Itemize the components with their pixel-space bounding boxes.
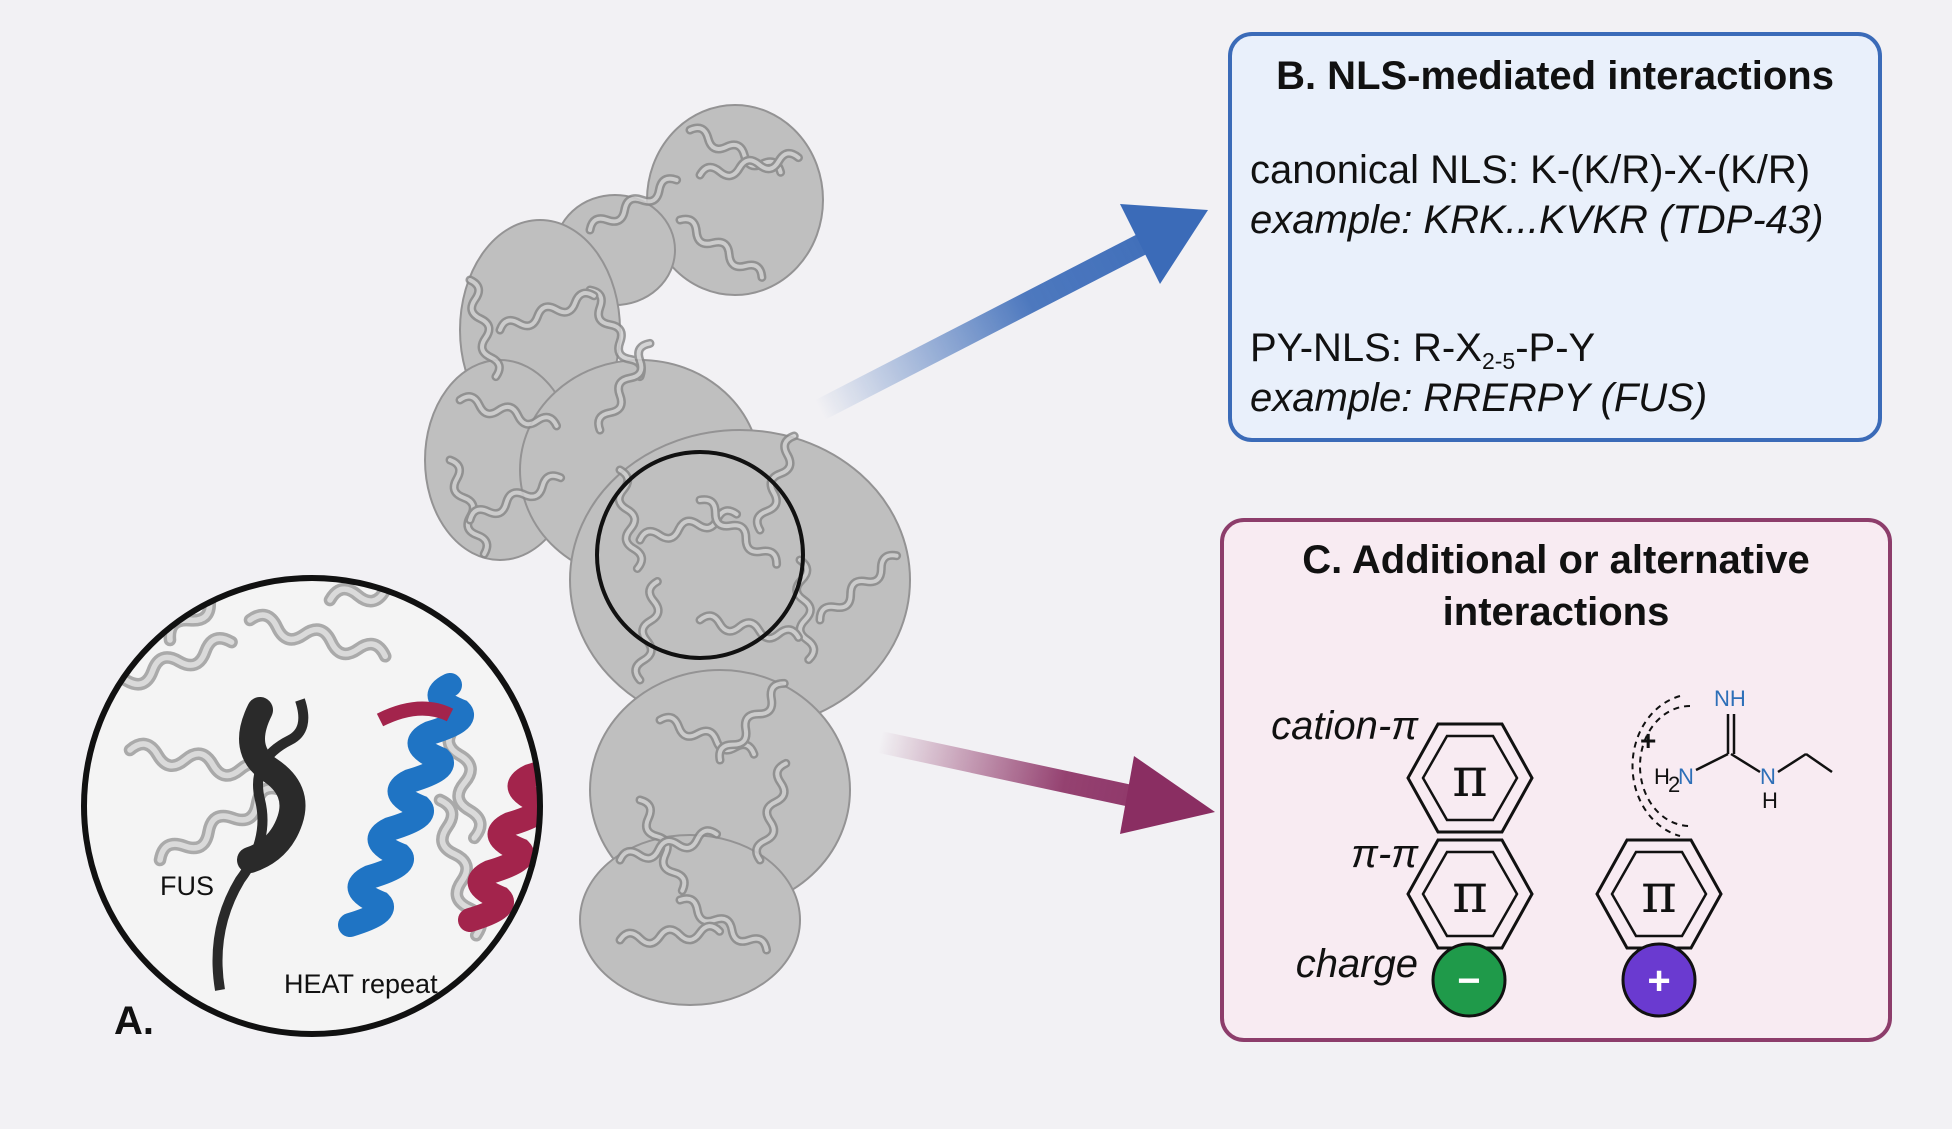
pi-symbol-3: π [1641, 862, 1677, 925]
heat-helix-blue [338, 673, 474, 937]
py-nls-prefix: PY-NLS: R-X [1250, 326, 1482, 370]
pi-symbol-2: π [1452, 862, 1488, 925]
panel-a-label: A. [114, 999, 154, 1043]
canonical-nls-prefix: canonical NLS: [1250, 148, 1531, 192]
protein-structure-image [424, 104, 911, 1006]
negative-charge-icon: − [1431, 942, 1507, 1018]
benzene-ring-icon: π [1406, 722, 1534, 834]
canonical-nls-pattern: K-(K/R)-X-(K/R) [1530, 148, 1811, 192]
cation-plus: + [1640, 725, 1656, 756]
amine-h: H [1762, 788, 1778, 813]
canonical-nls-line: canonical NLS: K-(K/R)-X-(K/R) [1250, 148, 1810, 193]
charge-label: charge [1295, 942, 1418, 986]
py-nls-suffix: -P-Y [1515, 326, 1596, 370]
guanidinium-icon: + H 2 N NH N H [1631, 686, 1833, 837]
panel-b-box: B. NLS-mediated interactions canonical N… [1228, 32, 1882, 442]
imine-nh: NH [1714, 686, 1746, 711]
py-nls-example: example: RRERPY (FUS) [1250, 376, 1708, 420]
amine-n: N [1760, 764, 1776, 789]
zoom-circle-icon [595, 450, 805, 660]
pi-symbol-1: π [1452, 746, 1488, 809]
cation-pi-label: cation-π [1271, 704, 1418, 748]
canonical-nls-example: example: KRK...KVKR (TDP-43) [1250, 198, 1824, 242]
heat-repeat-label: HEAT repeat [284, 969, 438, 999]
arrow-to-panel-c [877, 731, 1215, 834]
benzene-ring-icon: π [1595, 838, 1723, 950]
fus-label: FUS [160, 871, 214, 901]
panel-c-box: C. Additional or alternative interaction… [1220, 518, 1892, 1042]
h2n-n: N [1678, 764, 1694, 789]
py-nls-subscript: 2-5 [1481, 348, 1516, 374]
h2n-h: H [1654, 764, 1670, 789]
py-nls-line: PY-NLS: R-X2-5-P-Y [1250, 326, 1595, 375]
arrow-to-panel-b [814, 204, 1208, 420]
pi-pi-label: π-π [1351, 832, 1418, 876]
panel-c-title-line1: C. Additional or alternative [1302, 538, 1810, 582]
h2n-sub: 2 [1668, 772, 1680, 797]
positive-charge-icon: + [1621, 942, 1697, 1018]
panel-c-title-line2: interactions [1442, 590, 1670, 634]
zoom-inset: FUS HEAT repeat [81, 575, 543, 1037]
negative-sign: − [1457, 959, 1480, 1003]
positive-sign: + [1647, 959, 1670, 1003]
benzene-ring-icon: π [1406, 838, 1534, 950]
panel-c-icons: π + H 2 N NH N H π [1406, 686, 1833, 1018]
panel-b-title: B. NLS-mediated interactions [1276, 54, 1834, 98]
